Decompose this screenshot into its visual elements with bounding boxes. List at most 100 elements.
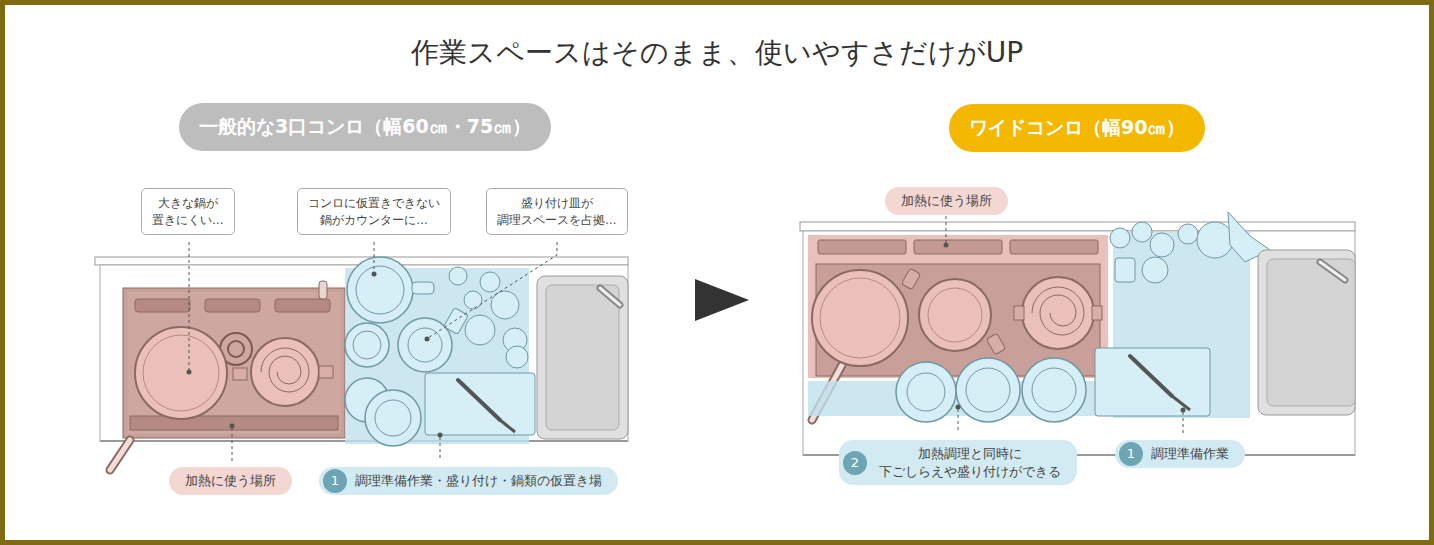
right-sink (1320, 262, 1345, 280)
left-cooktop (275, 299, 330, 312)
right-cooktop (1092, 306, 1102, 320)
right-cooktop (1014, 306, 1024, 320)
right-cooktop (1022, 277, 1094, 349)
left-prep-area (465, 315, 495, 345)
right-cooktop (1010, 240, 1098, 254)
leader-line (187, 370, 192, 375)
leader-line (230, 424, 235, 429)
leader-line (956, 405, 961, 410)
left-prep-area (449, 267, 467, 285)
right-prep-area (1150, 233, 1174, 257)
left-prep-area (345, 323, 389, 367)
leader-line (189, 242, 190, 370)
area-label: 加熱調理と同時に 下ごしらえや盛り付けができる 2 (839, 440, 1077, 485)
area-label: 調理準備作業1 (1115, 440, 1245, 468)
right-prep-area (956, 358, 1020, 422)
right-cooktop (914, 240, 1002, 254)
left-prep-area (444, 307, 469, 334)
left-sink (537, 276, 628, 439)
callout-number: 1 (1119, 442, 1143, 466)
left-cooktop (319, 281, 327, 299)
left-sink (600, 288, 620, 305)
left-prep-area (398, 318, 452, 372)
right-counter (800, 222, 1355, 231)
left-cooktop (130, 416, 338, 430)
left-sink (537, 276, 628, 439)
left-cooktop (110, 440, 130, 470)
leader-line (1183, 412, 1184, 436)
right-prep-area (1142, 257, 1168, 283)
left-cooktop (127, 292, 341, 434)
right-sink (1267, 259, 1355, 406)
left-cooktop (233, 368, 247, 380)
left-prep-area (345, 257, 535, 446)
heading-pill: 一般的な3口コンロ（幅60㎝・75㎝） (179, 103, 551, 151)
left-prep-area (464, 291, 482, 309)
left-cooktop (261, 348, 309, 392)
right-prep-area (1115, 258, 1135, 282)
left-cooktop (110, 281, 345, 470)
right-prep-area (808, 212, 1270, 422)
callout-number: 1 (323, 469, 347, 493)
right-sink (1258, 250, 1355, 415)
left-cooktop (135, 299, 190, 312)
callout-number-text: 2 (851, 451, 859, 475)
leader-line (946, 216, 947, 243)
right-sink (1258, 250, 1355, 415)
right-prep-area (1110, 228, 1130, 248)
area-label: 加熱に使う場所 (169, 467, 292, 495)
left-prep-area (375, 400, 411, 436)
right-prep-area (966, 368, 1010, 412)
area-label-text: 加熱調理と同時に 下ごしらえや盛り付けができる (879, 445, 1061, 480)
right-prep-area (1022, 358, 1086, 422)
right-prep-area (896, 362, 956, 422)
right-cooktop (820, 278, 900, 358)
left-prep-area (500, 420, 515, 432)
right-counter (803, 231, 1355, 455)
leader-line (187, 242, 558, 461)
right-cooktop (818, 240, 906, 254)
right-cooktop (808, 235, 1108, 378)
left-cooktop (319, 366, 333, 378)
right-counter (800, 222, 1355, 455)
left-prep-area (506, 346, 528, 368)
leader-line (438, 433, 443, 438)
left-prep-area (412, 282, 434, 294)
left-cooktop (135, 327, 227, 419)
callout-box-text: 大きな鍋が 置きにくい… (152, 195, 224, 228)
right-cooktop (1032, 287, 1084, 335)
area-label: 加熱に使う場所 (885, 187, 1008, 215)
left-cooktop (143, 335, 219, 411)
right-prep-area (1172, 396, 1190, 410)
callout-number-text: 1 (331, 473, 339, 488)
left-cooktop (110, 440, 130, 470)
leader-line (1181, 408, 1186, 413)
leader-line (944, 243, 949, 248)
callout-box: コンロに仮置きできない 鍋がカウンターに… (297, 188, 451, 235)
right-cooktop (919, 279, 991, 351)
leader-line (958, 409, 959, 433)
callout-number-text: 1 (1127, 446, 1135, 461)
left-prep-area (356, 266, 404, 314)
left-cooktop (123, 288, 345, 438)
right-prep-area (1130, 356, 1172, 396)
right-sink (1320, 262, 1345, 280)
left-prep-area (365, 390, 421, 446)
right-prep-area (1032, 368, 1076, 412)
leader-line (372, 272, 377, 277)
leader-line (232, 428, 233, 461)
heading-pill-text: 一般的な3口コンロ（幅60㎝・75㎝） (199, 115, 531, 137)
right-prep-area (1197, 222, 1233, 258)
left-prep-area (480, 272, 500, 292)
left-prep-area (425, 373, 535, 435)
left-sink (600, 288, 620, 305)
callout-box-text: コンロに仮置きできない 鍋がカウンターに… (308, 195, 440, 228)
area-label: 調理準備作業・盛り付け・鍋類の仮置き場 1 (319, 467, 618, 495)
right-cooktop (812, 270, 908, 366)
title-text: 作業スペースはそのまま、使いやすさだけがUP (0, 34, 1434, 72)
right-cooktop (928, 288, 982, 342)
right-prep-area (1095, 348, 1210, 416)
area-label-text: 調理準備作業・盛り付け・鍋類の仮置き場 (355, 473, 602, 488)
callout-box: 盛り付け皿が 調理スペースを占拠… (486, 188, 628, 235)
